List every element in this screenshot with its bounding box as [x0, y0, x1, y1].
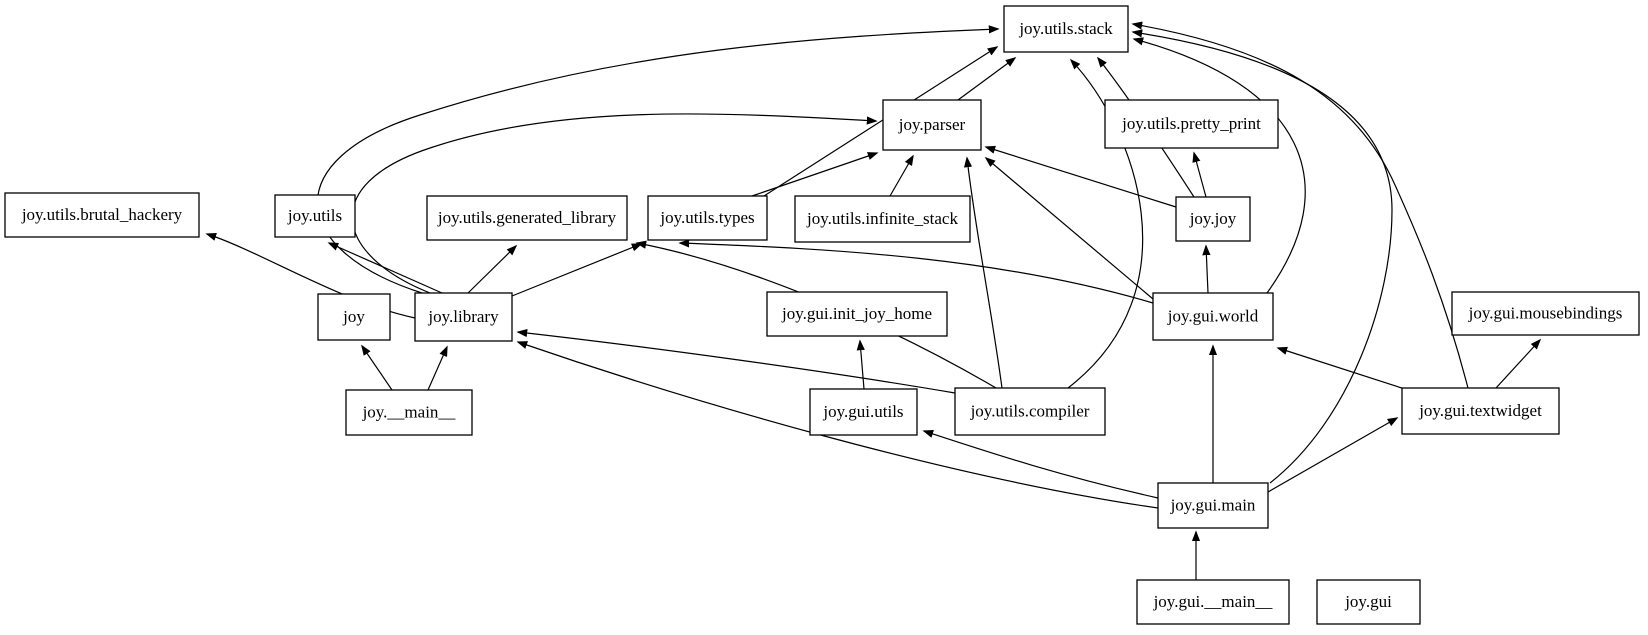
node-box-joy-parser [882, 99, 982, 151]
node-box-joy-gui-world [1152, 292, 1274, 341]
edge-joy-utils-compiler-to-joy-library [516, 328, 956, 394]
node-joy-gui-world: joy.gui.world [1152, 292, 1274, 341]
edge-joy-gui-world-to-joy-utils-stack [1132, 37, 1306, 294]
node-joy-utils-infinite-stack: joy.utils.infinite_stack [794, 195, 971, 243]
edge-joy-gui-main-to-joy-utils-stack [1131, 29, 1393, 484]
node-label-joy-main-module: joy.__main__ [362, 402, 456, 421]
node-label-joy-gui-world: joy.gui.world [1167, 306, 1259, 325]
edge-joy-utils-infinite-stack-to-joy-parser [889, 154, 914, 197]
edge-joy-library-to-joy-utils [327, 242, 443, 294]
node-joy-gui: joy.gui [1316, 579, 1421, 625]
node-box-joy-utils-generated-library [426, 195, 628, 241]
node-joy-utils-brutal-hackery: joy.utils.brutal_hackery [4, 192, 200, 238]
edge-joy-gui-world-to-joy-parser [984, 156, 1154, 300]
node-label-joy-gui: joy.gui [1344, 592, 1392, 611]
node-label-joy-gui-utils: joy.gui.utils [822, 402, 903, 421]
node-label-joy: joy [342, 307, 365, 326]
node-label-joy-parser: joy.parser [898, 115, 966, 134]
node-label-joy-library: joy.library [427, 307, 499, 326]
edges-layer [205, 21, 1542, 580]
nodes-layer: joy.utils.stack joy.parser joy.utils.prett… [4, 5, 1640, 625]
edge-joy-gui-utils-to-joy-gui-init-joy-home [856, 339, 865, 390]
node-box-joy-gui-main-module [1136, 579, 1290, 625]
node-box-joy-library [414, 292, 513, 342]
node-box-joy-gui-init-joy-home [766, 291, 948, 337]
node-label-joy-utils-compiler: joy.utils.compiler [970, 401, 1090, 420]
node-joy-library: joy.library [414, 292, 513, 342]
node-box-joy-utils-infinite-stack [794, 195, 971, 243]
node-joy-main-module: joy.__main__ [345, 389, 473, 436]
node-box-joy-utils-brutal-hackery [4, 192, 200, 238]
edge-joy-library-to-joy-utils-generated-library [467, 244, 518, 294]
edge-joy-gui-textwidget-to-joy-gui-world [1276, 346, 1409, 391]
node-joy-utils: joy.utils [274, 194, 356, 238]
node-joy-gui-textwidget: joy.gui.textwidget [1401, 387, 1560, 435]
node-joy-utils-pretty-print: joy.utils.pretty_print [1104, 99, 1279, 149]
node-joy-parser: joy.parser [882, 99, 982, 151]
node-label-joy-utils-pretty-print: joy.utils.pretty_print [1121, 114, 1261, 133]
edge-joy-utils-types-to-joy-utils-stack [763, 46, 999, 197]
edge-joy-gui-main-to-joy-gui-utils [922, 429, 1159, 499]
edge-joy-parser-to-joy-utils-stack [957, 57, 1017, 101]
node-label-joy-gui-textwidget: joy.gui.textwidget [1418, 401, 1542, 420]
node-label-joy-utils-types: joy.utils.types [659, 208, 754, 227]
node-joy-gui-mousebindings: joy.gui.mousebindings [1451, 291, 1640, 336]
node-label-joy-utils-brutal-hackery: joy.utils.brutal_hackery [21, 205, 183, 224]
node-joy-utils-stack: joy.utils.stack [1003, 5, 1129, 53]
edge-joy-gui-world-to-joy-utils-types [678, 239, 1154, 304]
node-box-joy-main-module [345, 389, 473, 436]
edge-joy-utils-types-to-joy-parser [751, 152, 879, 197]
node-box-joy-joy [1175, 196, 1251, 242]
edge-joy-joy-to-joy-utils-pretty-print [1192, 151, 1207, 198]
node-box-joy-utils-compiler [954, 387, 1106, 436]
node-label-joy-gui-main: joy.gui.main [1170, 495, 1256, 514]
node-box-joy-gui [1316, 579, 1421, 625]
node-joy-gui-init-joy-home: joy.gui.init_joy_home [766, 291, 948, 337]
node-joy: joy [317, 293, 391, 341]
node-joy-joy: joy.joy [1175, 196, 1251, 242]
edge-joy-gui-textwidget-to-joy-utils-stack [1131, 21, 1469, 389]
node-box-joy-utils-stack [1003, 5, 1129, 53]
node-label-joy-gui-init-joy-home: joy.gui.init_joy_home [781, 304, 932, 323]
node-box-joy-gui-textwidget [1401, 387, 1560, 435]
node-label-joy-joy: joy.joy [1189, 209, 1237, 228]
node-joy-gui-main-module: joy.gui.__main__ [1136, 579, 1290, 625]
edge-joy-utils-compiler-to-joy-parser [963, 156, 1003, 389]
node-label-joy-utils-generated-library: joy.utils.generated_library [437, 208, 617, 227]
node-box-joy-utils [274, 194, 356, 238]
node-box-joy [317, 293, 391, 341]
edge-joy-gui-world-to-joy-joy [1202, 244, 1211, 294]
edge-joy-utils-compiler-to-joy-utils-stack [1067, 58, 1144, 389]
node-label-joy-gui-main-module: joy.gui.__main__ [1153, 592, 1273, 611]
node-joy-utils-compiler: joy.utils.compiler [954, 387, 1106, 436]
node-joy-utils-generated-library: joy.utils.generated_library [426, 195, 628, 241]
edge-joy-library-to-joy-parser [351, 113, 878, 294]
edge-joy-gui-textwidget-to-joy-gui-mousebindings [1495, 338, 1542, 389]
edge-joy-main-module-to-joy-library [427, 345, 448, 391]
edge-joy-library-to-joy-utils-types [511, 243, 643, 297]
node-box-joy-gui-main [1157, 482, 1269, 529]
node-box-joy-gui-mousebindings [1451, 291, 1640, 336]
edge-joy-joy-to-joy-parser [984, 145, 1177, 208]
node-label-joy-utils: joy.utils [287, 206, 342, 225]
node-label-joy-utils-stack: joy.utils.stack [1018, 19, 1113, 38]
node-box-joy-gui-utils [809, 388, 918, 436]
node-joy-utils-types: joy.utils.types [647, 195, 768, 241]
node-box-joy-utils-pretty-print [1104, 99, 1279, 149]
edge-joy-gui-main-to-joy-library [516, 341, 1159, 509]
node-joy-gui-utils: joy.gui.utils [809, 388, 918, 436]
edge-joy-gui-main-to-joy-gui-textwidget [1267, 417, 1399, 493]
edge-joy-main-module-to-joy [361, 344, 393, 391]
node-box-joy-utils-types [647, 195, 768, 241]
node-label-joy-gui-mousebindings: joy.gui.mousebindings [1468, 303, 1623, 322]
node-joy-gui-main: joy.gui.main [1157, 482, 1269, 529]
node-label-joy-utils-infinite-stack: joy.utils.infinite_stack [806, 209, 958, 228]
edge-joy-library-to-joy-utils-stack [316, 25, 1000, 294]
